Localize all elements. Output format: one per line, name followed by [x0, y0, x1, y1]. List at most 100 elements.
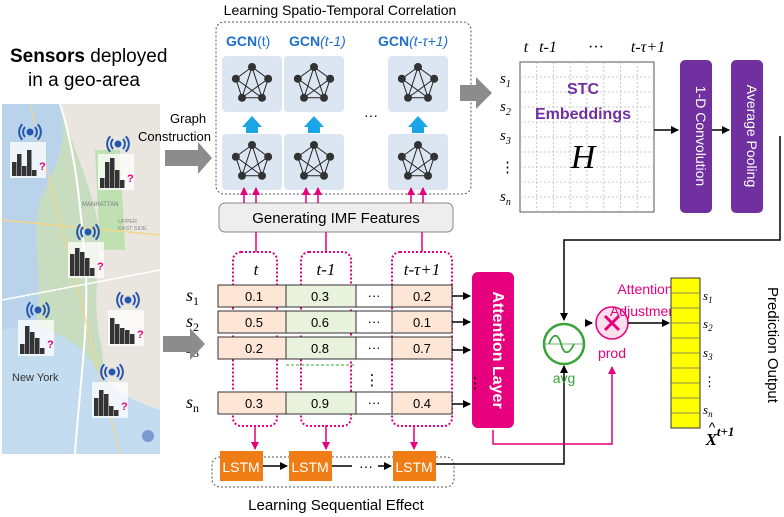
- lstm-cell-1: [220, 451, 263, 481]
- cell-value: 0.1: [245, 289, 263, 304]
- avg-label: avg: [553, 370, 576, 386]
- prod-label: prod: [598, 345, 626, 361]
- time-label-1: t: [254, 260, 260, 279]
- cell-value: 0.8: [311, 341, 329, 356]
- output-symbol: Xt+1: [705, 424, 735, 449]
- attention-vdots: ⋮: [468, 375, 483, 392]
- cell-ellipsis: ···: [368, 340, 381, 355]
- histogram-icon: ?: [98, 154, 134, 190]
- imf-box: [218, 202, 454, 233]
- sensors-title-line2: in a geo-area: [28, 70, 140, 91]
- embedding-time-label-4: t-τ+1: [631, 39, 665, 56]
- imf-label: Generating IMF Features: [252, 210, 420, 227]
- route-marker-icon: [142, 430, 154, 442]
- unknown-value-mark: ?: [121, 401, 128, 413]
- embedding-time-label-3: ···: [588, 39, 604, 56]
- table-to-lstm-arrows: [251, 425, 418, 450]
- signal-tower-icon: [26, 301, 50, 319]
- lstm-label-1: LSTM: [222, 459, 259, 475]
- lstm-label-2: LSTM: [291, 459, 328, 475]
- unknown-value-mark: ?: [39, 161, 46, 173]
- embedding-time-label-2: t-1: [539, 39, 557, 56]
- lstm-cell-2: [289, 451, 332, 481]
- pool-to-avg-arrow: [560, 136, 781, 321]
- row-label: s2: [186, 311, 199, 334]
- embedding-row-label: s1: [500, 71, 511, 90]
- lstm-ellipsis: ···: [359, 458, 373, 474]
- attention-layer-box: [472, 272, 514, 428]
- stc-embeddings-title-1: STC: [567, 81, 599, 98]
- lstm-box: [211, 456, 455, 488]
- map-label-manhattan: MANHATTAN: [82, 202, 118, 208]
- stc-title: Learning Spatio-Temporal Correlation: [224, 2, 457, 18]
- gcn-graphs-group: [222, 56, 448, 190]
- prediction-output-label: Prediction Output: [764, 287, 781, 404]
- cell-value: 0.9: [311, 396, 329, 411]
- unknown-value-mark: ?: [127, 173, 134, 185]
- multiply-icon: [603, 314, 621, 332]
- sensors-title-bold: Sensors: [10, 46, 85, 67]
- cell-ellipsis: ···: [368, 288, 381, 303]
- conv-label: 1-D Convolution: [693, 86, 709, 186]
- lstm-cell-3: [393, 451, 436, 481]
- attention-adjustment-2: Adjustment: [610, 303, 680, 319]
- lstm-title: Learning Sequential Effect: [248, 497, 425, 514]
- table-cell: [391, 336, 453, 360]
- lstm-to-avg-arrow: [436, 365, 568, 465]
- map-label-new-york: New York: [12, 372, 59, 384]
- pool-box: [731, 60, 763, 213]
- cell-value: 0.7: [413, 341, 431, 356]
- attention-adjustment-1: Attention: [617, 281, 672, 297]
- sensor-6: ?: [92, 363, 128, 418]
- cell-value: 0.5: [245, 315, 263, 330]
- sensor-4: ?: [108, 291, 144, 346]
- sensor-5: ?: [18, 301, 54, 356]
- attention-layer-label: Attention Layer: [489, 291, 506, 408]
- map-label-upper: UPPER: [118, 219, 137, 225]
- table-to-attention-arrows: [452, 292, 471, 408]
- cell-ellipsis: ···: [368, 395, 381, 410]
- cell-value: 0.3: [311, 289, 329, 304]
- gcn-label-t-1: GCN(t-1): [289, 33, 346, 49]
- graph-construction-arrow: [165, 142, 212, 174]
- embedding-time-label-1: t: [524, 39, 529, 56]
- stc-embeddings-title-2: Embeddings: [535, 106, 631, 123]
- attention-to-prod-arrow: [492, 366, 616, 445]
- output-row-label: s2: [703, 316, 713, 333]
- cell-value: 0.2: [413, 289, 431, 304]
- output-row-label: ⋮: [703, 374, 716, 389]
- conv-box: [680, 60, 712, 213]
- embedding-top-labels: t t-1 ··· t-τ+1: [524, 39, 665, 56]
- output-row-label: s3: [703, 345, 713, 362]
- cell-value: 0.4: [413, 396, 431, 411]
- embedding-row-label: sn: [500, 189, 511, 208]
- graph-construction-label-2: Construction: [138, 129, 211, 144]
- lstm-label-3: LSTM: [395, 459, 432, 475]
- histogram-icon: ?: [18, 320, 54, 356]
- signal-tower-icon: [116, 291, 140, 309]
- signal-tower-icon: [18, 123, 42, 141]
- signal-tower-icon: [106, 135, 130, 153]
- gcn-label-t: GCN(t): [226, 33, 270, 49]
- output-hat: ^: [709, 419, 716, 435]
- pool-label: Average Pooling: [744, 85, 760, 187]
- unknown-value-mark: ?: [47, 339, 54, 351]
- histogram-icon: ?: [92, 382, 128, 418]
- sensor-3: ?: [68, 223, 104, 278]
- unknown-value-mark: ?: [97, 261, 104, 273]
- map-label-east-side: EAST SIDE: [118, 226, 147, 232]
- cell-value: 0.3: [245, 396, 263, 411]
- output-row-label: sn: [703, 402, 713, 419]
- gcn-up-arrow-1: [242, 116, 262, 133]
- sensor-1: ?: [10, 123, 46, 178]
- embedding-row-label: s3: [500, 128, 511, 147]
- gcn-graph-6: [388, 134, 448, 190]
- gcn-graph-1: [222, 56, 282, 112]
- histogram-icon: ?: [10, 142, 46, 178]
- sensor-icons-group: ??????: [10, 123, 144, 418]
- embedding-row-label: s2: [500, 99, 511, 118]
